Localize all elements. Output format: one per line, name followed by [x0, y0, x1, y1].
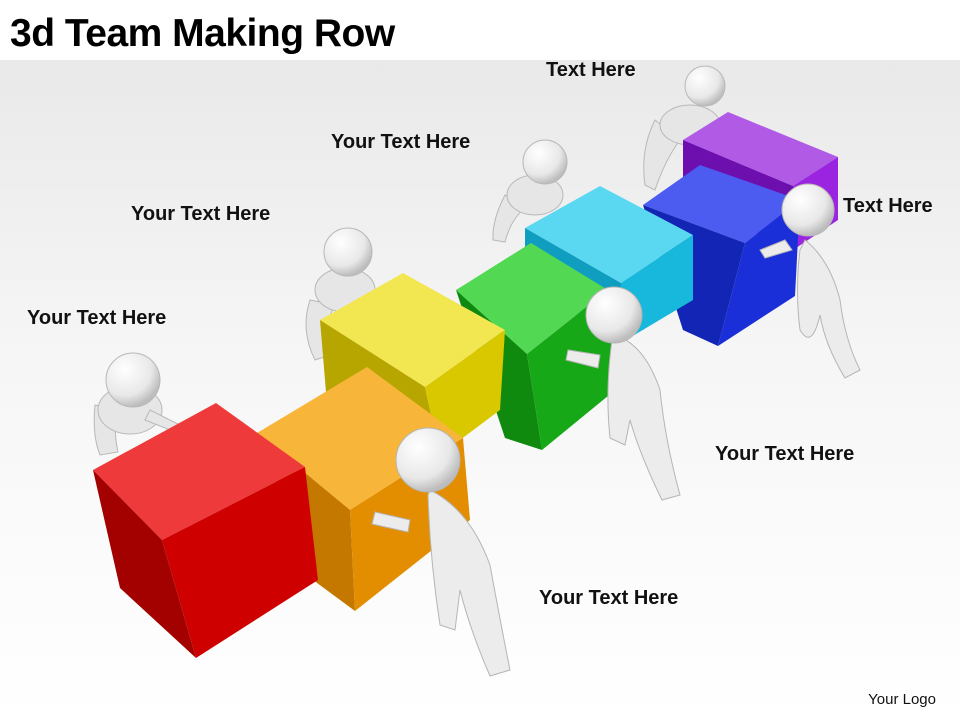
text-label-upper-left: Your Text Here	[131, 203, 271, 225]
text-label-upper-middle: Your Text Here	[331, 131, 471, 153]
text-label-left: Your Text Here	[27, 307, 167, 329]
text-label-lower-right: Your Text Here	[715, 443, 855, 465]
text-label-right: Text Here	[843, 195, 933, 217]
figure-back-2	[492, 139, 568, 243]
slide-title: 3d Team Making Row	[10, 12, 395, 55]
figure-front-2	[565, 286, 681, 501]
logo-text: Your Logo	[868, 691, 936, 708]
text-label-top: Text Here	[546, 59, 636, 81]
figure-back-4	[93, 352, 181, 456]
text-label-bottom: Your Text Here	[539, 587, 679, 609]
cube-red	[93, 403, 318, 658]
figure-front-1	[759, 183, 861, 379]
figure-front-3	[371, 427, 511, 677]
